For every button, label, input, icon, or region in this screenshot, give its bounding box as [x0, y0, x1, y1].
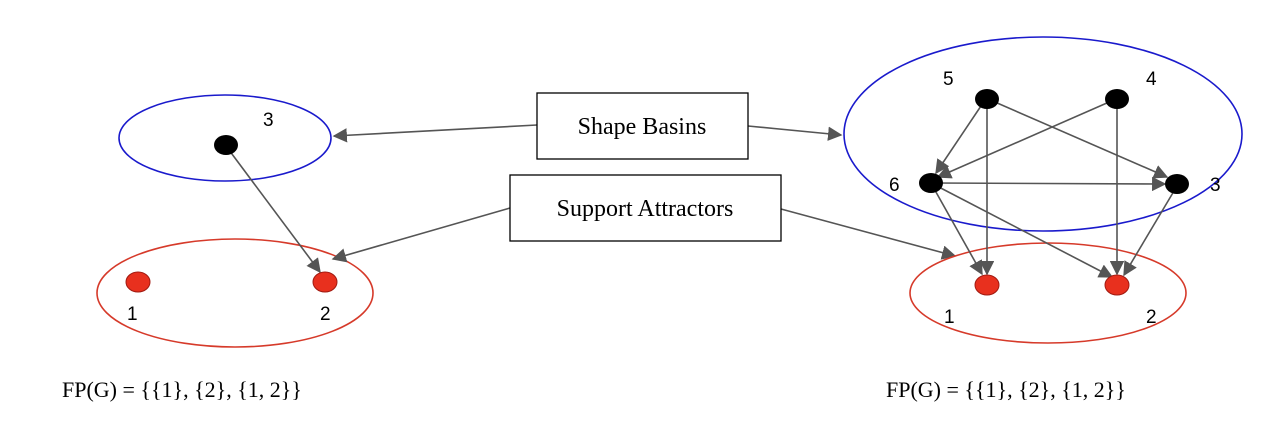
- right-attractor-ellipse: [909, 242, 1187, 344]
- left-node-label-2: 2: [320, 304, 331, 325]
- right-node-label-6: 6: [889, 175, 900, 196]
- right-edge-6-1: [931, 184, 983, 276]
- left-node-1: [125, 271, 151, 293]
- right-edge-4-6: [936, 98, 1117, 179]
- left-node-label-3: 3: [263, 110, 274, 131]
- arrow-shape-basins-right: [747, 125, 843, 141]
- right-edge-3-2: [1123, 185, 1178, 277]
- right-fp-formula: FP(G) = {{1}, {2}, {1, 2}}: [886, 377, 1126, 402]
- right-node-2: [1104, 274, 1130, 296]
- left-attractor-ellipse: [96, 238, 374, 348]
- right-edge-5-6: [935, 99, 986, 175]
- right-node-6: [919, 173, 943, 193]
- support-attractors-label: Support Attractors: [557, 196, 734, 222]
- right-node-label-3: 3: [1210, 175, 1221, 196]
- support-attractors-box: [509, 174, 782, 242]
- right-node-5: [975, 89, 999, 109]
- right-basin-ellipse: [843, 36, 1243, 232]
- right-node-1: [974, 274, 1000, 296]
- right-edge-6-3: [930, 176, 1167, 192]
- shape-basins-label: Shape Basins: [578, 114, 707, 140]
- arrow-shape-basins-left: [332, 124, 538, 143]
- right-node-label-4: 4: [1146, 69, 1157, 90]
- left-node-label-1: 1: [127, 304, 138, 325]
- right-node-label-5: 5: [943, 69, 954, 90]
- right-node-label-1: 1: [944, 307, 955, 328]
- right-node-3: [1165, 174, 1189, 194]
- left-node-3: [214, 135, 238, 155]
- shape-basins-box: [536, 92, 749, 160]
- right-node-label-2: 2: [1146, 307, 1157, 328]
- left-fp-formula: FP(G) = {{1}, {2}, {1, 2}}: [62, 377, 302, 402]
- left-node-2: [312, 271, 338, 293]
- arrow-support-attractors-left: [331, 207, 511, 263]
- left-edge-3-2: [225, 145, 321, 274]
- left-basin-ellipse: [118, 94, 332, 182]
- right-edge-6-2: [932, 183, 1114, 278]
- right-node-4: [1105, 89, 1129, 109]
- right-edge-5-3: [987, 98, 1169, 179]
- arrow-support-attractors-right: [780, 208, 957, 260]
